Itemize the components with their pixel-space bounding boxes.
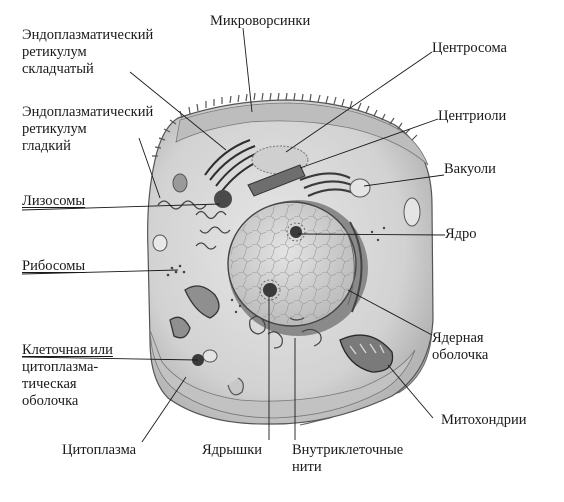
label-ribosomes: Рибосомы [22, 258, 86, 274]
nucleolus-2 [263, 283, 277, 297]
label-nuclear-envelope-2: оболочка [432, 347, 489, 363]
label-smooth-er-1: Эндоплазматический [22, 104, 154, 120]
label-rough-er-3: складчатый [22, 61, 94, 77]
label-membrane-3: тическая [22, 376, 77, 392]
microvilli-fringe [152, 92, 418, 157]
nucleolus-1 [290, 226, 302, 238]
leader-lines [21, 27, 446, 443]
label-mitochondria: Митохондрии [441, 412, 527, 428]
label-nucleus: Ядро [445, 226, 477, 242]
label-centrioles: Центриоли [438, 108, 507, 124]
vacuole-4 [403, 197, 421, 227]
lysosome [214, 190, 232, 208]
vacuole-2 [152, 234, 168, 252]
label-membrane-1: Клеточная или [22, 342, 113, 358]
cell-membrane-band [149, 329, 416, 419]
nucleus-texture [230, 204, 354, 324]
label-smooth-er-3: гладкий [22, 138, 71, 154]
centriole [247, 164, 306, 197]
label-nuclear-envelope-1: Ядерная [432, 330, 484, 346]
label-rough-er-2: ретикулум [22, 44, 87, 60]
label-rough-er-1: Эндоплазматический [22, 27, 154, 43]
vacuole-1 [172, 173, 188, 193]
label-vacuoles: Вакуоли [444, 161, 496, 177]
label-lysosomes: Лизосомы [22, 193, 86, 209]
label-smooth-er-2: ретикулум [22, 121, 87, 137]
label-membrane-2: цитоплазма- [22, 359, 99, 375]
label-centrosome: Центросома [432, 40, 507, 56]
vacuole-3 [349, 178, 371, 198]
label-filaments-2: нити [292, 459, 322, 475]
label-cytoplasm: Цитоплазма [62, 442, 137, 458]
label-filaments-1: Внутриклеточные [292, 442, 404, 458]
mitochondria [339, 334, 394, 373]
label-microvilli: Микроворсинки [210, 13, 311, 29]
label-membrane-4: оболочка [22, 393, 79, 409]
nuclear-envelope-arc [349, 221, 363, 313]
label-nucleoli: Ядрышки [202, 442, 263, 458]
cell-top-rim [175, 102, 429, 166]
